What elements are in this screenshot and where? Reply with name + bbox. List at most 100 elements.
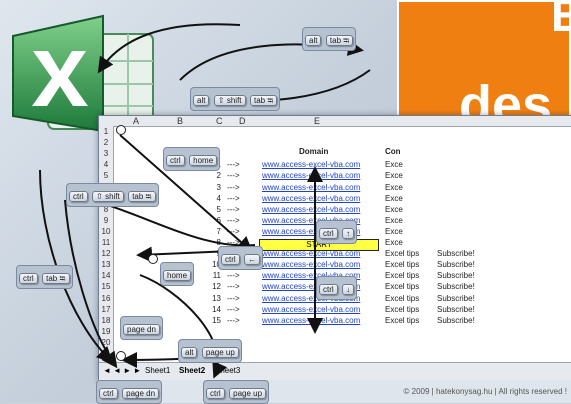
arrow-cell: ---> bbox=[227, 315, 240, 325]
row-number: 11 bbox=[101, 238, 111, 247]
row-number: 4 bbox=[103, 160, 109, 170]
shift-icon: ⇧ bbox=[217, 96, 225, 105]
tab-key[interactable]: tab ⭾ bbox=[325, 35, 354, 46]
table-row: 3 bbox=[99, 149, 571, 159]
row-number: 2 bbox=[103, 138, 109, 148]
tab-sheet2[interactable]: Sheet2 bbox=[179, 366, 206, 375]
row-number: 9 bbox=[103, 215, 109, 225]
tab-key[interactable]: tab ⭾ bbox=[249, 95, 278, 106]
content-cell: Excel tips bbox=[385, 282, 420, 292]
page-dn-key[interactable]: page dn bbox=[122, 388, 160, 399]
tab-sheet3[interactable]: Sheet3 bbox=[215, 366, 241, 375]
domain-link[interactable]: www.access-excel-vba.com bbox=[262, 204, 361, 214]
tab-arrows-icon: ⭾ bbox=[145, 192, 152, 201]
banner-line-1: E bbox=[551, 0, 571, 41]
arrow-cell: ---> bbox=[227, 160, 240, 170]
tab-sheet1[interactable]: Sheet1 bbox=[145, 366, 171, 375]
nr-cell: 6 bbox=[216, 215, 221, 225]
domain-link[interactable]: www.access-excel-vba.com bbox=[262, 193, 361, 203]
ctrl-key[interactable]: ctrl bbox=[319, 228, 338, 239]
page-dn-key[interactable]: page dn bbox=[123, 324, 160, 335]
domain-link[interactable]: www.access-excel-vba.com bbox=[262, 249, 361, 259]
alt-key[interactable]: alt bbox=[193, 95, 210, 106]
ctrl-key[interactable]: ctrl bbox=[319, 284, 338, 295]
domain-link[interactable]: www.access-excel-vba.com bbox=[262, 271, 361, 281]
shift-key[interactable]: ⇧ shift bbox=[92, 191, 124, 202]
arrow-cell: ---> bbox=[227, 226, 240, 236]
content-cell: Excel tips bbox=[385, 249, 420, 259]
alt-key[interactable]: alt bbox=[305, 35, 322, 46]
ctrl-page-dn-shortcut: ctrl page dn bbox=[96, 380, 163, 404]
up-arrow-key[interactable]: ↑ bbox=[342, 228, 355, 239]
content-cell: Excel tips bbox=[385, 293, 420, 303]
ctrl-key[interactable]: ctrl bbox=[69, 191, 88, 202]
column-header-c[interactable]: C bbox=[216, 116, 223, 126]
arrow-cell: ---> bbox=[227, 271, 240, 281]
column-header-e[interactable]: E bbox=[314, 116, 321, 126]
subscribe-cell[interactable]: Subscribe! bbox=[437, 282, 475, 292]
tab-arrows-icon: ⭾ bbox=[59, 274, 66, 283]
arrow-cell: ---> bbox=[227, 304, 240, 314]
left-arrow-key[interactable]: ← bbox=[244, 254, 261, 265]
subscribe-cell[interactable]: Subscribe! bbox=[437, 271, 475, 281]
column-header-d[interactable]: D bbox=[239, 116, 246, 126]
ctrl-home-shortcut: ctrl home bbox=[163, 147, 221, 171]
marker-a12 bbox=[148, 254, 158, 264]
content-cell: Exce bbox=[385, 193, 403, 203]
subscribe-cell[interactable]: Subscribe! bbox=[437, 304, 475, 314]
ctrl-key[interactable]: ctrl bbox=[99, 388, 118, 399]
column-header-b[interactable]: B bbox=[177, 116, 184, 126]
ctrl-key[interactable]: ctrl bbox=[221, 254, 240, 265]
subscribe-cell[interactable]: Subscribe! bbox=[437, 260, 475, 270]
ctrl-key[interactable]: ctrl bbox=[206, 388, 225, 399]
ctrl-page-up-shortcut: ctrl page up bbox=[203, 380, 270, 404]
column-header-bar: A B C D E bbox=[99, 116, 571, 127]
down-arrow-key[interactable]: ↓ bbox=[342, 284, 355, 295]
content-cell: Exce bbox=[385, 160, 403, 170]
page-up-key[interactable]: page up bbox=[229, 388, 267, 399]
arrow-cell: ---> bbox=[227, 204, 240, 214]
subscribe-cell[interactable]: Subscribe! bbox=[437, 249, 475, 259]
copyright-text: © 2009 | hatekonysag.hu | All rights res… bbox=[403, 387, 567, 396]
nr-cell: 13 bbox=[212, 293, 221, 303]
nr-cell: 10 bbox=[212, 260, 221, 270]
domain-link[interactable]: www.access-excel-vba.com bbox=[262, 304, 361, 314]
row-number: 1 bbox=[103, 127, 109, 136]
nr-cell: 11 bbox=[212, 271, 221, 281]
subscribe-cell[interactable]: Subscribe! bbox=[437, 315, 475, 325]
arrow-cell: ---> bbox=[227, 182, 240, 192]
domain-link[interactable]: www.access-excel-vba.com bbox=[262, 282, 361, 292]
domain-link[interactable]: www.access-excel-vba.com bbox=[262, 260, 361, 270]
domain-link[interactable]: www.access-excel-vba.com bbox=[262, 293, 361, 303]
tab-key[interactable]: tab ⭾ bbox=[42, 273, 70, 284]
domain-link[interactable]: www.access-excel-vba.com bbox=[262, 215, 361, 225]
domain-link[interactable]: www.access-excel-vba.com bbox=[262, 182, 361, 192]
row-number: 10 bbox=[101, 226, 111, 236]
content-cell: Excel tips bbox=[385, 315, 420, 325]
alt-shift-tab-shortcut: alt ⇧ shift tab ⭾ bbox=[190, 87, 281, 111]
arrow-cell: ---> bbox=[227, 238, 240, 247]
tab-key[interactable]: tab ⭾ bbox=[128, 191, 156, 202]
nr-cell: 5 bbox=[216, 204, 221, 214]
domain-link[interactable]: www.access-excel-vba.com bbox=[262, 226, 361, 236]
table-row: 2 bbox=[99, 138, 571, 148]
nr-cell: 15 bbox=[212, 315, 221, 325]
home-key[interactable]: home bbox=[163, 270, 192, 281]
alt-key[interactable]: alt bbox=[181, 347, 198, 358]
column-header-a[interactable]: A bbox=[133, 116, 140, 126]
shift-key[interactable]: ⇧ shift bbox=[213, 95, 246, 106]
ctrl-key[interactable]: ctrl bbox=[19, 273, 38, 284]
arrow-cell: ---> bbox=[227, 293, 240, 303]
tab-nav-buttons[interactable]: ◄ ◄ ► ► bbox=[103, 366, 142, 375]
subscribe-cell[interactable]: Subscribe! bbox=[437, 293, 475, 303]
domain-link[interactable]: www.access-excel-vba.com bbox=[262, 160, 361, 170]
ctrl-up-shortcut: ctrl ↑ bbox=[316, 220, 358, 244]
ctrl-key[interactable]: ctrl bbox=[166, 155, 185, 166]
page-up-key[interactable]: page up bbox=[201, 347, 239, 358]
ctrl-down-shortcut: ctrl ↓ bbox=[316, 276, 358, 300]
home-key[interactable]: home bbox=[189, 155, 218, 166]
